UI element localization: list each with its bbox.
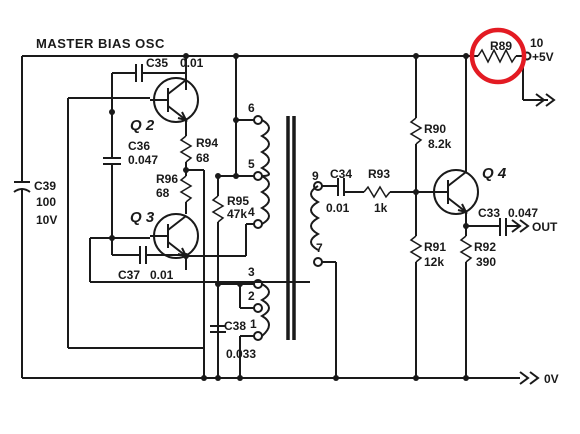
- pin-1: 1: [250, 317, 257, 331]
- pin-9: 9: [312, 169, 319, 183]
- c33-value: 0.047: [508, 206, 538, 220]
- q2-label: Q 2: [130, 117, 155, 134]
- r93-value: 1k: [374, 201, 388, 215]
- pin-7: 7: [316, 241, 323, 255]
- r90-ref: R90: [424, 122, 446, 136]
- r92-value: 390: [476, 255, 496, 269]
- c35-capacitor: [111, 56, 187, 112]
- c34-value: 0.01: [326, 201, 350, 215]
- q3-transistor: [150, 213, 199, 270]
- r89-ref: R89: [490, 39, 512, 53]
- r96-value: 68: [156, 186, 170, 200]
- r90-value: 8.2k: [428, 137, 452, 151]
- supply-label: +5V: [532, 50, 554, 64]
- c39-value1: 100: [36, 195, 56, 209]
- c38-capacitor: [210, 320, 254, 378]
- r96-ref: R96: [156, 172, 178, 186]
- junction-dots: [109, 53, 469, 381]
- pin-5: 5: [248, 157, 255, 171]
- c33-ref: C33: [478, 206, 500, 220]
- c39-ref: C39: [34, 179, 56, 193]
- r94-resistor: [179, 130, 193, 170]
- r95-value: 47k: [227, 207, 247, 221]
- c39-capacitor: [13, 56, 31, 378]
- c38-value: 0.033: [226, 347, 256, 361]
- transformer: [253, 115, 323, 341]
- q4-label: Q 4: [482, 165, 507, 182]
- r96-resistor: [179, 170, 193, 214]
- r95-ref: R95: [227, 194, 249, 208]
- q3-label: Q 3: [130, 209, 155, 226]
- ground-rail: [22, 371, 540, 385]
- c37-value: 0.01: [150, 268, 174, 282]
- pin-3: 3: [248, 265, 255, 279]
- c36-value: 0.047: [128, 153, 158, 167]
- r93-ref: R93: [368, 167, 390, 181]
- r91-resistor: [409, 235, 423, 378]
- r91-value: 12k: [424, 255, 444, 269]
- c34-ref: C34: [330, 167, 352, 181]
- c37-ref: C37: [118, 268, 140, 282]
- c35-value: 0.01: [180, 56, 204, 70]
- r90-resistor: [409, 117, 423, 236]
- r93-resistor: [363, 185, 444, 199]
- r92-ref: R92: [474, 240, 496, 254]
- diagram-title: MASTER BIAS OSC: [36, 36, 165, 51]
- ground-label: 0V: [544, 372, 559, 386]
- pin-4: 4: [248, 205, 255, 219]
- c33-capacitor: [466, 218, 530, 236]
- r91-ref: R91: [424, 240, 446, 254]
- c38-ref: C38: [224, 319, 246, 333]
- c36-capacitor: [103, 112, 121, 238]
- r89-value: 10: [530, 36, 544, 50]
- r94-ref: R94: [196, 136, 218, 150]
- pin-6: 6: [248, 101, 255, 115]
- out-label: OUT: [532, 220, 558, 234]
- c39-value2: 10V: [36, 213, 57, 227]
- r94-value: 68: [196, 151, 210, 165]
- c36-ref: C36: [128, 139, 150, 153]
- q2-transistor: [150, 77, 199, 130]
- r92-resistor: [459, 235, 473, 378]
- pin-2: 2: [248, 289, 255, 303]
- c34-capacitor: [322, 178, 364, 196]
- c35-ref: C35: [146, 56, 168, 70]
- c37-capacitor: [111, 238, 186, 264]
- r89-highlight-circle: [469, 27, 527, 85]
